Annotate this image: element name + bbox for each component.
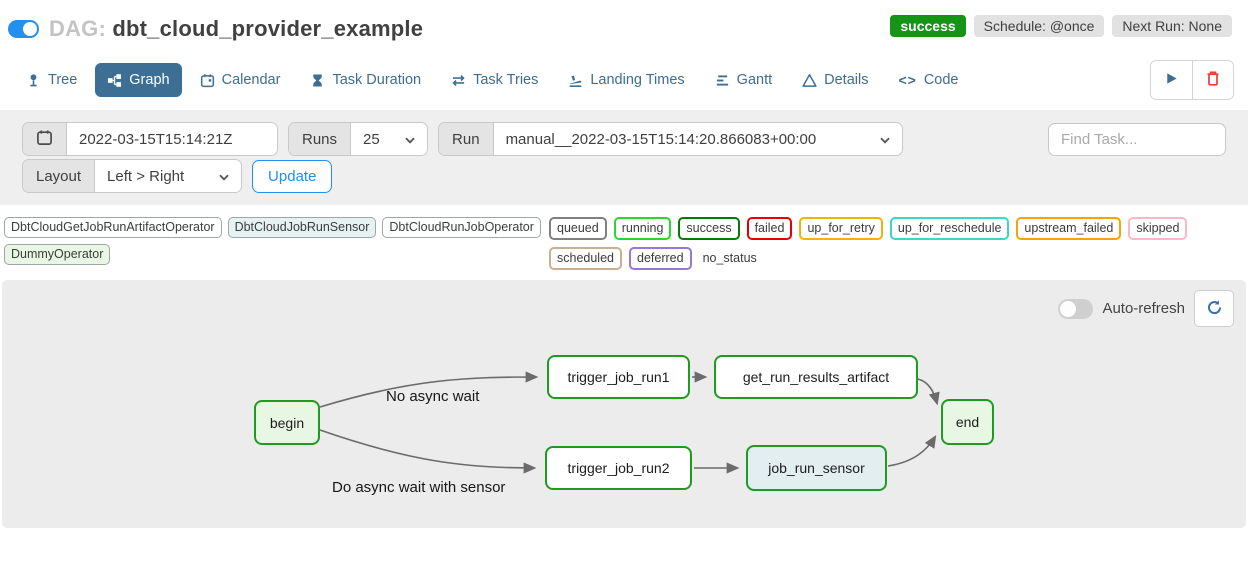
tab-label: Gantt xyxy=(736,72,773,88)
run-label: Run xyxy=(439,123,494,155)
status-deferred: deferred xyxy=(629,247,692,270)
status-badge: success xyxy=(890,15,966,37)
tab-gantt[interactable]: Gantt xyxy=(703,63,784,97)
tab-code[interactable]: <> Code xyxy=(886,63,970,97)
task-node-begin[interactable]: begin xyxy=(254,400,320,445)
tab-task-tries[interactable]: Task Tries xyxy=(439,63,550,97)
tab-label: Code xyxy=(923,72,959,88)
refresh-button[interactable] xyxy=(1194,290,1234,327)
layout-group: Layout Left > Right xyxy=(22,159,243,193)
run-group: Run manual__2022-03-15T15:14:20.866083+0… xyxy=(438,122,903,156)
task-node-job-run-sensor[interactable]: job_run_sensor xyxy=(746,445,887,491)
canvas-controls: Auto-refresh xyxy=(1058,290,1234,327)
tab-graph[interactable]: Graph xyxy=(95,63,182,97)
task-node-end[interactable]: end xyxy=(941,399,994,445)
run-select[interactable]: manual__2022-03-15T15:14:20.866083+00:00 xyxy=(493,123,902,155)
status-legend: queued running success failed up_for_ret… xyxy=(549,217,1239,270)
code-icon: <> xyxy=(898,72,917,88)
filter-panel: Runs 25 Run manual__2022-03-15T15:14:20.… xyxy=(0,110,1248,205)
play-icon xyxy=(1164,71,1179,89)
update-button[interactable]: Update xyxy=(252,159,333,193)
sitemap-icon xyxy=(107,73,122,88)
auto-refresh-toggle[interactable] xyxy=(1058,298,1094,319)
status-skipped: skipped xyxy=(1128,217,1188,240)
chevron-down-icon xyxy=(219,168,229,185)
status-success: success xyxy=(678,217,740,240)
plane-landing-icon xyxy=(568,73,583,88)
layout-select[interactable]: Left > Right xyxy=(95,160,242,192)
status-failed: failed xyxy=(746,217,793,240)
tree-icon xyxy=(26,73,41,88)
task-node-trigger-job-run1[interactable]: trigger_job_run1 xyxy=(547,355,690,399)
runs-group: Runs 25 xyxy=(288,122,429,156)
calendar-icon xyxy=(36,129,53,150)
header-badges: success Schedule: @once Next Run: None xyxy=(890,15,1232,37)
hourglass-icon xyxy=(310,73,325,88)
datepicker-button[interactable] xyxy=(23,123,67,155)
calendar-icon xyxy=(200,73,215,88)
chevron-down-icon xyxy=(879,131,890,148)
filter-row-1: Runs 25 Run manual__2022-03-15T15:14:20.… xyxy=(22,122,1226,156)
delete-dag-button[interactable] xyxy=(1192,61,1233,99)
gantt-icon xyxy=(715,73,730,88)
base-date-group xyxy=(22,122,278,156)
next-run-badge: Next Run: None xyxy=(1112,15,1232,37)
runs-select[interactable]: 25 xyxy=(351,123,428,155)
base-date-input[interactable] xyxy=(67,123,277,155)
tab-label: Task Tries xyxy=(473,72,539,88)
tab-bar: Tree Graph Calendar Task Duration Task T… xyxy=(0,50,1248,110)
find-task-input[interactable] xyxy=(1048,122,1226,156)
filter-row-2: Layout Left > Right Update xyxy=(22,159,1226,193)
runs-label: Runs xyxy=(289,123,352,155)
dag-name: dbt_cloud_provider_example xyxy=(112,16,424,41)
operator-badge: DbtCloudJobRunSensor xyxy=(227,217,377,238)
task-node-get-run-results-artifact[interactable]: get_run_results_artifact xyxy=(714,355,918,399)
chevron-down-icon xyxy=(405,131,415,148)
legend: DbtCloudGetJobRunArtifactOperator DbtClo… xyxy=(0,205,1248,278)
dag-edges xyxy=(319,371,940,474)
status-upstream-failed: upstream_failed xyxy=(1016,217,1122,240)
triangle-icon xyxy=(802,73,817,88)
dag-pause-toggle[interactable] xyxy=(8,20,39,38)
operator-badge: DbtCloudRunJobOperator xyxy=(382,217,541,238)
tabs: Tree Graph Calendar Task Duration Task T… xyxy=(14,63,971,97)
tab-label: Task Duration xyxy=(332,72,422,88)
edge-label-no-async-wait: No async wait xyxy=(386,388,480,405)
status-scheduled: scheduled xyxy=(549,247,622,270)
dag-actions xyxy=(1150,60,1234,100)
status-running: running xyxy=(613,217,672,240)
auto-refresh-label: Auto-refresh xyxy=(1102,300,1185,317)
refresh-icon xyxy=(1206,299,1223,319)
trash-icon xyxy=(1205,70,1221,90)
tab-landing-times[interactable]: Landing Times xyxy=(556,63,696,97)
task-node-trigger-job-run2[interactable]: trigger_job_run2 xyxy=(545,446,692,490)
graph-canvas: begin trigger_job_run1 get_run_results_a… xyxy=(2,280,1246,528)
tab-label: Graph xyxy=(129,72,170,88)
schedule-badge: Schedule: @once xyxy=(973,15,1105,37)
toggle-knob xyxy=(23,22,37,36)
operator-badge: DbtCloudGetJobRunArtifactOperator xyxy=(4,217,222,238)
tab-tree[interactable]: Tree xyxy=(14,63,89,97)
header: DAG: dbt_cloud_provider_example success … xyxy=(0,0,1248,50)
tab-calendar[interactable]: Calendar xyxy=(188,63,293,97)
tab-label: Tree xyxy=(48,72,78,88)
layout-label: Layout xyxy=(23,160,96,192)
trigger-dag-button[interactable] xyxy=(1151,61,1192,99)
status-up-for-retry: up_for_retry xyxy=(799,217,883,240)
tab-label: Calendar xyxy=(221,72,281,88)
page-title: DAG: dbt_cloud_provider_example xyxy=(49,16,423,42)
status-up-for-reschedule: up_for_reschedule xyxy=(889,217,1010,240)
tab-details[interactable]: Details xyxy=(790,63,880,97)
tab-label: Landing Times xyxy=(590,72,685,88)
tab-task-duration[interactable]: Task Duration xyxy=(298,63,433,97)
operator-legend: DbtCloudGetJobRunArtifactOperator DbtClo… xyxy=(4,217,549,265)
toggle-knob xyxy=(1060,300,1077,317)
dag-prefix-label: DAG: xyxy=(49,16,107,41)
status-no-status: no_status xyxy=(702,251,757,265)
edge-label-do-async-wait: Do async wait with sensor xyxy=(332,479,506,496)
operator-badge: DummyOperator xyxy=(4,244,111,265)
tab-label: Details xyxy=(824,72,869,88)
status-queued: queued xyxy=(549,217,607,240)
repeat-icon xyxy=(451,73,466,88)
